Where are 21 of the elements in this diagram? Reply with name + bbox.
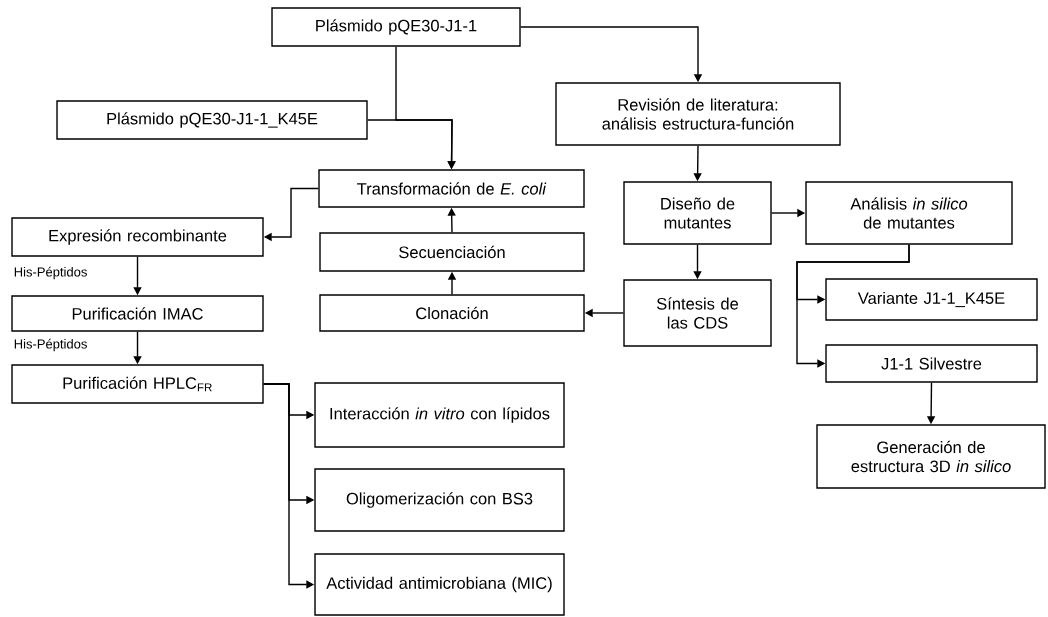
process-box: Plásmido pQE30-J1-1 — [271, 7, 521, 47]
edge-label: His-Péptidos — [14, 266, 87, 280]
process-box: Purificación IMAC — [11, 295, 264, 332]
process-box: Clonación — [319, 294, 585, 332]
process-box: Generación de estructura 3D in silico — [816, 424, 1046, 489]
process-box: Expresión recombinante — [11, 217, 264, 257]
process-box: Variante J1-1_K45E — [825, 278, 1038, 321]
process-box: J1-1 Silvestre — [825, 344, 1038, 383]
process-box: Diseño de mutantes — [623, 181, 772, 245]
process-box: Análisis in silico de mutantes — [805, 181, 1013, 245]
process-box: Oligomerización con BS3 — [314, 468, 565, 532]
process-box: Purificación HPLC$_{FR}$ — [11, 364, 264, 404]
process-box: Síntesis de las CDS — [623, 279, 772, 347]
arrow — [796, 244, 910, 368]
process-box: Revisión de literatura: análisis estructura-función — [555, 82, 841, 146]
process-box: Plásmido pQE30-J1-1_K45E — [56, 100, 368, 140]
process-box: Secuenciación — [319, 232, 585, 272]
process-box: Actividad antimicrobiana (MIC) — [314, 553, 565, 616]
process-box: Interacción in vitro con lípidos — [314, 382, 565, 448]
edge-label: His-Péptidos — [14, 338, 87, 352]
process-box: Transformación de E. coli — [318, 169, 585, 208]
